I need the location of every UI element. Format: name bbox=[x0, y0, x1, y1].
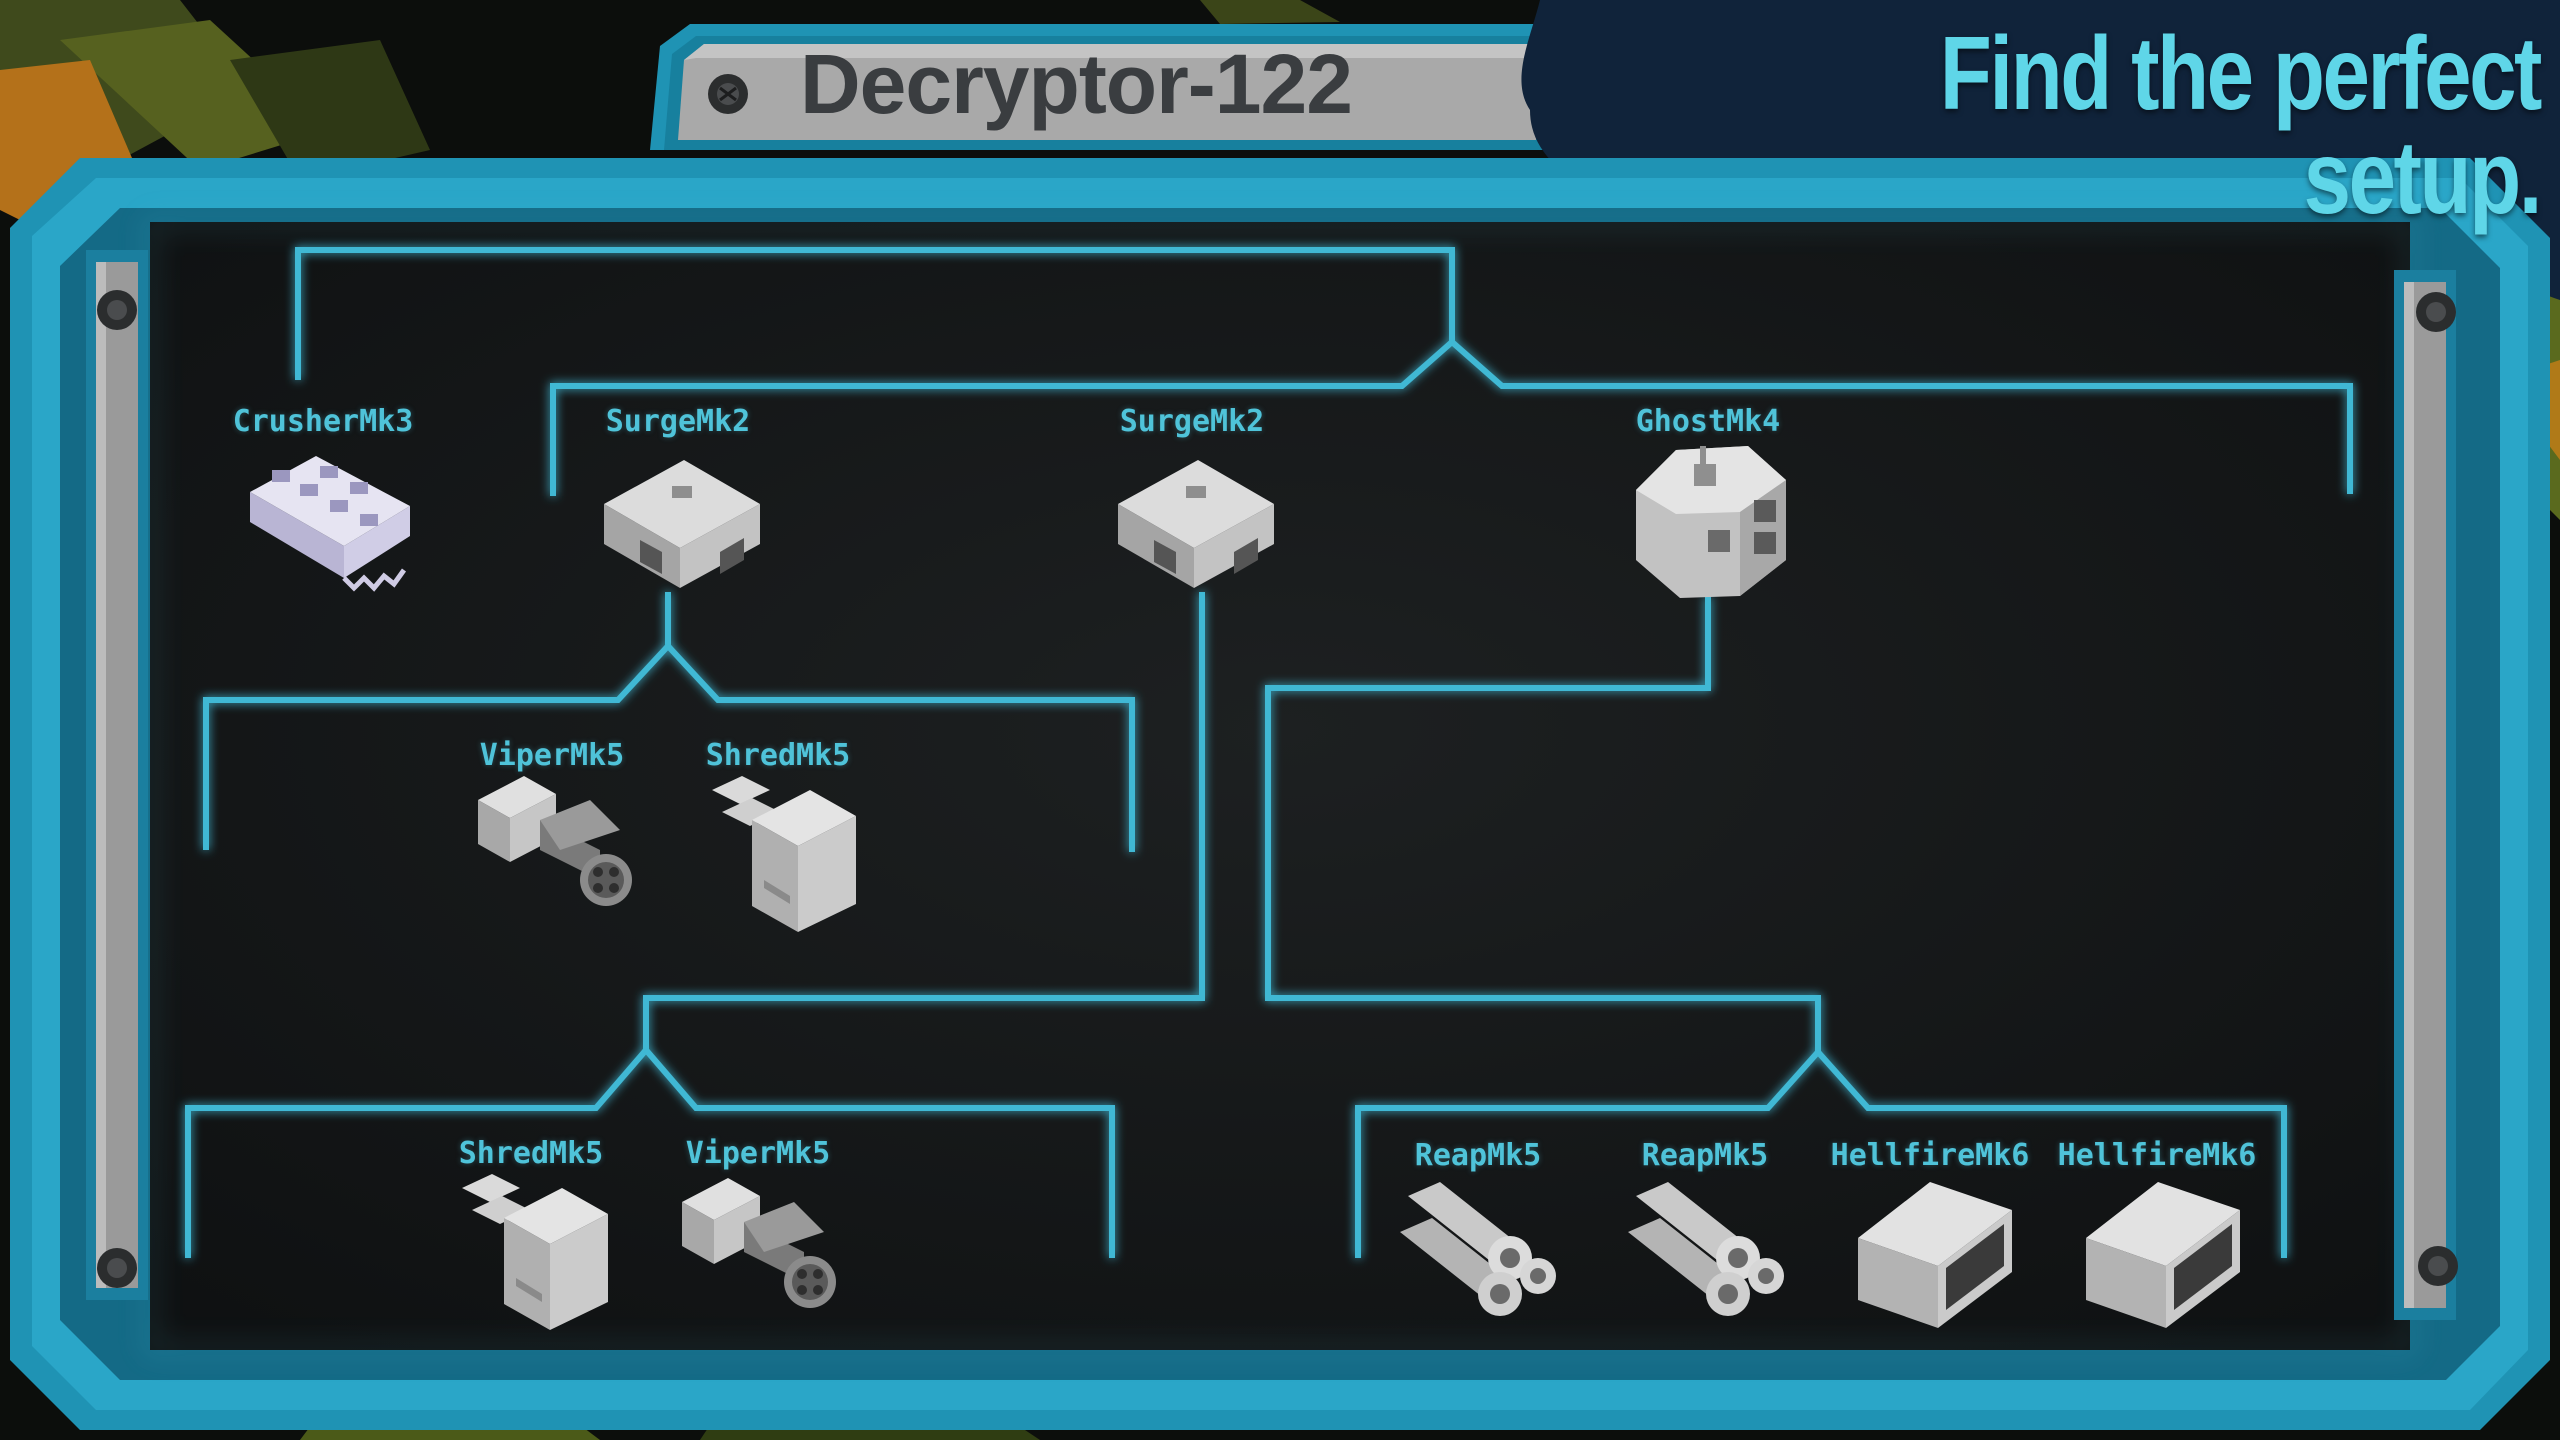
module-label-reap: ReapMk5 bbox=[1641, 1138, 1769, 1173]
hellfire-pod-icon[interactable] bbox=[1858, 1182, 2012, 1328]
module-label-reap: ReapMk5 bbox=[1414, 1138, 1542, 1173]
module-label-hellfire: HellfireMk6 bbox=[1830, 1138, 2030, 1173]
module-label-shred: ShredMk5 bbox=[458, 1136, 604, 1171]
panel-frame bbox=[10, 158, 2550, 1430]
screw-icon bbox=[2416, 292, 2456, 332]
viper-gatling-icon[interactable] bbox=[682, 1178, 836, 1308]
surge-module-icon[interactable] bbox=[604, 460, 760, 588]
module-label-crusher: CrusherMk3 bbox=[232, 404, 414, 439]
reap-launcher-icon[interactable] bbox=[1628, 1182, 1784, 1316]
screw-icon bbox=[97, 290, 137, 330]
viper-gatling-icon[interactable] bbox=[478, 776, 632, 906]
surge-module-icon[interactable] bbox=[1118, 460, 1274, 588]
shred-cannon-icon[interactable] bbox=[712, 776, 856, 932]
module-label-ghost: GhostMk4 bbox=[1635, 404, 1781, 439]
shred-cannon-icon[interactable] bbox=[462, 1174, 608, 1330]
title-tab bbox=[650, 24, 1560, 150]
panel-title: Decryptor-122 bbox=[800, 37, 1353, 131]
module-label-viper: ViperMk5 bbox=[685, 1136, 831, 1171]
module-label-surge: SurgeMk2 bbox=[605, 404, 751, 439]
screw-icon bbox=[2418, 1246, 2458, 1286]
connector-tree bbox=[185, 247, 2353, 1258]
module-label-hellfire: HellfireMk6 bbox=[2057, 1138, 2257, 1173]
module-label-surge: SurgeMk2 bbox=[1119, 404, 1265, 439]
screw-icon bbox=[97, 1248, 137, 1288]
module-label-shred: ShredMk5 bbox=[705, 738, 851, 773]
reap-launcher-icon[interactable] bbox=[1400, 1182, 1556, 1316]
hellfire-pod-icon[interactable] bbox=[2086, 1182, 2240, 1328]
crusher-module-icon[interactable] bbox=[250, 456, 410, 592]
ghost-module-icon[interactable] bbox=[1636, 446, 1786, 598]
module-label-viper: ViperMk5 bbox=[479, 738, 625, 773]
banner-headline: Find the perfect setup. bbox=[1939, 16, 2543, 236]
